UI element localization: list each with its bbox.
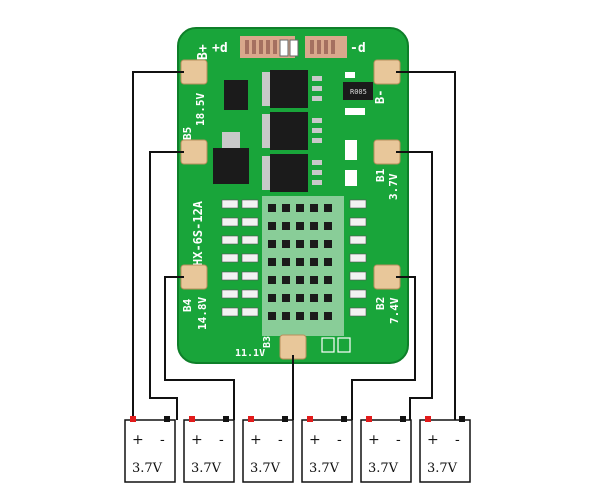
bplus-label: B+ (196, 44, 211, 60)
cell-minus: - (455, 432, 460, 448)
cell-voltage: 3.7V (132, 461, 163, 476)
negative-terminal (164, 416, 170, 422)
b2-voltage-label: 7.4V (388, 297, 401, 324)
battery-cells: + - 3.7V + - 3.7V + - 3.7V + - 3.7V (124, 416, 471, 483)
b3-voltage-label: 11.1V (235, 348, 265, 359)
negative-terminal (459, 416, 465, 422)
battery-cell: + - 3.7V (419, 416, 471, 483)
cell-voltage: 3.7V (191, 461, 222, 476)
pcb-board: B+ +d -d B- B5 18.5V HX-6S-12A B4 14.8V … (177, 27, 409, 364)
battery-cell: + - 3.7V (360, 416, 412, 483)
cell-plus: + (132, 432, 144, 448)
b4-label: B4 (181, 298, 194, 312)
plus-d-label: +d (212, 41, 228, 56)
smd-part (345, 140, 357, 160)
cell-plus: + (191, 432, 203, 448)
wire-bplus (132, 71, 184, 420)
cell-plus: + (368, 432, 380, 448)
cell-minus: - (337, 432, 342, 448)
pad-bplus (180, 59, 208, 85)
resistor-code: R005 (350, 88, 367, 96)
cell-minus: - (278, 432, 283, 448)
negative-terminal (282, 416, 288, 422)
cell-body (360, 419, 412, 483)
b1-label: B1 (374, 168, 387, 182)
smd-part (345, 72, 355, 78)
cell-minus: - (160, 432, 165, 448)
cell-voltage: 3.7V (250, 461, 281, 476)
mosfet-left-tab (222, 132, 240, 148)
positive-terminal (307, 416, 313, 422)
mosfet-left (213, 148, 249, 184)
positive-terminal (366, 416, 372, 422)
cell-body (301, 419, 353, 483)
wire-b2 (351, 276, 416, 420)
battery-cell: + - 3.7V (183, 416, 235, 483)
mosfet-3 (270, 154, 308, 192)
b1-voltage-label: 3.7V (387, 173, 400, 200)
negative-terminal (223, 416, 229, 422)
pad-b4 (180, 264, 208, 290)
smd-part (345, 170, 357, 186)
minus-d-label: -d (350, 41, 366, 56)
negative-terminal (341, 416, 347, 422)
mosfet-2 (270, 112, 308, 150)
cell-plus: + (309, 432, 321, 448)
b3-label: B3 (262, 336, 273, 348)
b2-label: B2 (374, 297, 387, 310)
b5-voltage-label: 18.5V (194, 93, 207, 126)
cell-voltage: 3.7V (368, 461, 399, 476)
wire-b1 (396, 151, 433, 420)
cell-voltage: 3.7V (427, 461, 458, 476)
cell-minus: - (219, 432, 224, 448)
positive-terminal (248, 416, 254, 422)
mosfet-1 (270, 70, 308, 108)
b5-label: B5 (181, 127, 194, 140)
cell-plus: + (427, 432, 439, 448)
cell-body (183, 419, 235, 483)
cell-body (242, 419, 294, 483)
regulator-chip (224, 80, 248, 110)
pad-b5 (180, 139, 208, 165)
battery-cell: + - 3.7V (301, 416, 353, 483)
smd-cap (279, 39, 289, 57)
wiring (132, 71, 456, 420)
board-model-label: HX-6S-12A (191, 200, 205, 266)
smd-part (345, 108, 365, 115)
cell-body (124, 419, 176, 483)
cell-minus: - (396, 432, 401, 448)
cell-plus: + (250, 432, 262, 448)
cell-body (419, 419, 471, 483)
smd-cap (289, 39, 299, 57)
positive-terminal (189, 416, 195, 422)
wire-bminus (396, 71, 456, 420)
bminus-label: B- (373, 90, 387, 104)
cell-voltage: 3.7V (309, 461, 340, 476)
positive-terminal (425, 416, 431, 422)
battery-cell: + - 3.7V (124, 416, 176, 483)
battery-cell: + - 3.7V (242, 416, 294, 483)
positive-terminal (130, 416, 136, 422)
negative-terminal (400, 416, 406, 422)
wire-b5 (149, 151, 184, 420)
shunt-resistor (343, 82, 373, 100)
wire-b4 (164, 276, 235, 420)
b4-voltage-label: 14.8V (196, 297, 209, 330)
